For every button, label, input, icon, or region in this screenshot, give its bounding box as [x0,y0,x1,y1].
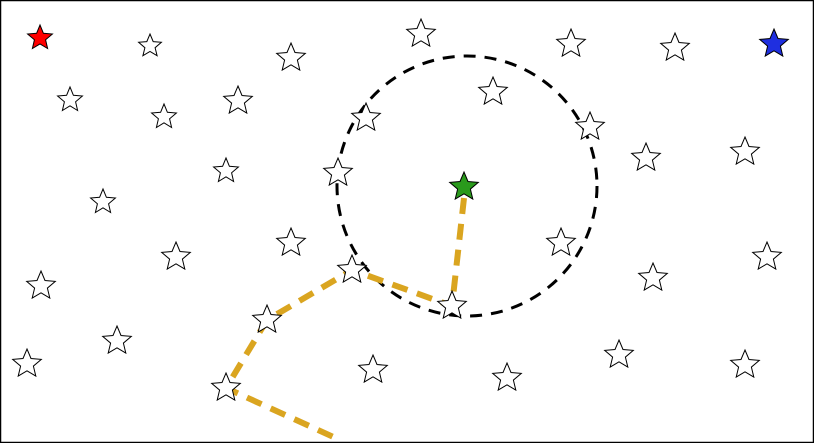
star-icon [659,31,691,62]
blue-star-icon [758,27,790,58]
star-icon [336,253,368,284]
star-icon [574,110,606,141]
red-star-icon [26,23,54,50]
star-icon [350,101,382,132]
star-icon [603,338,635,369]
star-icon [56,85,84,112]
route-path [221,197,467,443]
star-icon [275,226,307,257]
star-icon [545,226,577,257]
star-icon [137,32,163,57]
star-icon [357,353,389,384]
star-icon [150,102,178,129]
star-icon [25,269,57,300]
search-radius-circle [335,54,599,318]
star-icon [637,261,669,292]
star-icon [89,187,117,214]
star-icon [477,75,509,106]
stars-layer [11,17,790,402]
star-icon [729,348,761,379]
star-icon [101,324,133,355]
star-icon [160,240,192,271]
star-icon [322,156,354,187]
star-icon [751,240,783,271]
star-icon [222,84,254,115]
star-icon [251,303,283,334]
star-icon [555,27,587,58]
green-star-icon [448,170,480,201]
star-icon [212,156,240,183]
star-icon [405,17,437,48]
star-icon [275,41,307,72]
star-icon [729,135,761,166]
star-icon [210,371,242,402]
star-icon [436,289,468,320]
star-icon [11,347,43,378]
star-icon [491,361,523,392]
star-icon [630,141,662,172]
